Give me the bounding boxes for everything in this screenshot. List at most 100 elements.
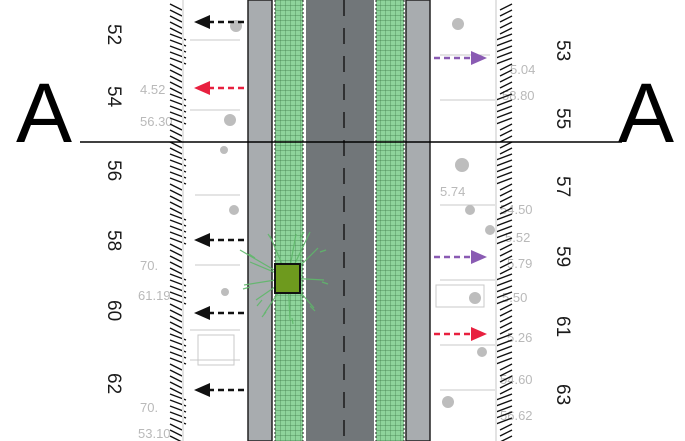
hatch-tick	[495, 285, 513, 293]
traffic-arrows-right	[434, 51, 487, 341]
hatch-tick	[499, 189, 513, 197]
hatch-tick	[169, 423, 183, 431]
hatch-tick	[495, 357, 513, 365]
hatch-tick	[499, 3, 513, 11]
hatch-tick	[495, 231, 513, 239]
hatch-tick	[169, 303, 183, 311]
hatch-tick	[499, 135, 513, 143]
faint-label: 5.26	[507, 330, 532, 345]
station-label: 61	[552, 316, 573, 337]
hatch-tick	[169, 255, 183, 263]
curb-right	[405, 0, 431, 441]
arrow-purple-right	[434, 51, 487, 65]
hatch-tick	[495, 345, 513, 353]
hatch-tick	[499, 255, 513, 263]
hatch-tick	[499, 75, 513, 83]
station-label: 59	[552, 246, 573, 267]
arrow-black-left	[194, 15, 244, 29]
hatch-tick	[495, 177, 513, 185]
hatch-tick	[499, 327, 513, 335]
hatch-tick	[495, 279, 513, 287]
hatch-tick	[495, 417, 513, 425]
hatch-tick	[499, 63, 513, 71]
arrow-black-left	[194, 233, 244, 247]
hatch-tick	[499, 207, 513, 215]
station-labels-right: 53 55 57 59 61 63	[552, 40, 573, 405]
hatch-tick	[495, 219, 513, 227]
hatch-tick	[169, 429, 183, 437]
station-label: 54	[103, 86, 124, 108]
station-label: 60	[103, 300, 124, 321]
hatch-tick	[169, 135, 183, 143]
arrow-red-right	[434, 327, 487, 341]
hatch-tick	[495, 297, 513, 305]
hatch-tick	[169, 147, 183, 155]
hatch-tick	[169, 387, 183, 395]
hatch-tick	[500, 435, 513, 441]
hatch-tick	[499, 369, 513, 377]
hatch-tick	[169, 129, 183, 137]
hatch-tick	[495, 405, 513, 413]
arrow-black-left	[194, 306, 244, 320]
hatch-tick	[495, 111, 513, 119]
hatch-tick	[169, 369, 183, 377]
hatch-tick	[499, 15, 513, 23]
hatch-tick	[169, 3, 183, 11]
lane-right	[344, 0, 374, 441]
background-linework	[190, 39, 495, 391]
hatch-tick	[495, 171, 513, 179]
arrow-red-left	[194, 81, 244, 95]
hatch-tick	[499, 141, 513, 149]
hatch-tick	[495, 39, 513, 47]
faint-label: 5.04	[510, 62, 535, 77]
hatch-tick	[495, 153, 513, 161]
hatch-tick	[495, 351, 513, 359]
hatch-tick	[169, 9, 183, 17]
section-label-left: A	[16, 66, 72, 160]
hatch-tick	[499, 267, 513, 275]
hatch-tick	[499, 249, 513, 257]
hatch-tick	[499, 321, 513, 329]
hatch-tick	[169, 243, 183, 251]
hatch-tick	[495, 225, 513, 233]
arrow-purple-right	[434, 250, 487, 264]
planting-strip-right	[376, 0, 404, 441]
hatch-tick	[495, 165, 513, 173]
hatch-tick	[499, 69, 513, 77]
hatch-tick	[169, 21, 183, 29]
shrub-symbols	[220, 18, 495, 408]
faint-label: 5.79	[507, 256, 532, 271]
faint-label: 70.	[140, 258, 158, 273]
hatch-tick	[169, 27, 183, 35]
station-label: 52	[103, 24, 124, 45]
hatch-tick	[169, 321, 183, 329]
hatch-tick	[169, 267, 183, 275]
hatch-tick	[495, 117, 513, 125]
hatch-tick	[169, 87, 183, 95]
hatch-tick	[499, 81, 513, 89]
station-label: 58	[103, 230, 124, 251]
station-label: 55	[552, 108, 573, 129]
hatch-tick	[499, 261, 513, 269]
faint-label: 70.	[140, 400, 158, 415]
hatch-tick	[169, 207, 183, 215]
faint-label: 61.19	[138, 288, 171, 303]
hatch-tick	[169, 81, 183, 89]
hatch-tick	[499, 87, 513, 95]
hatch-tick	[499, 303, 513, 311]
section-label-right: A	[618, 66, 674, 160]
faint-label: 56.30	[140, 114, 173, 129]
roadway	[247, 0, 431, 441]
hatch-tick	[495, 57, 513, 65]
hatch-tick	[169, 363, 183, 371]
hatch-tick	[169, 15, 183, 23]
hatch-tick	[495, 411, 513, 419]
faint-label: 4.52	[140, 82, 165, 97]
hatch-tick	[169, 189, 183, 197]
hatch-tick	[169, 69, 183, 77]
hatch-tick	[499, 429, 513, 437]
hatch-tick	[499, 381, 513, 389]
hatch-tick	[169, 123, 183, 131]
traffic-arrows-left	[194, 15, 244, 397]
faint-label: 5.74	[440, 184, 465, 199]
